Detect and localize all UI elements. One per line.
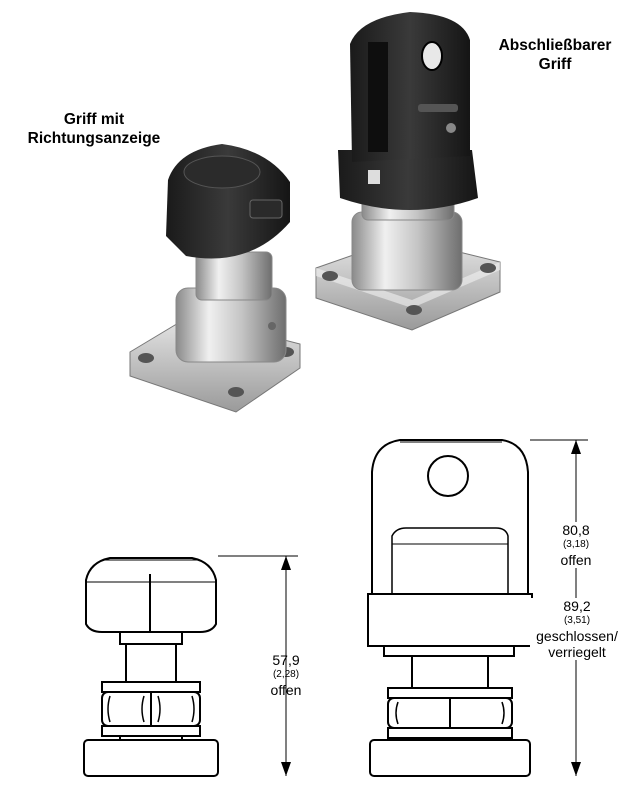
direction-valve-photo: [129, 144, 301, 413]
direction-handle-label-line1: Griff mit: [63, 111, 125, 128]
lockable-handle-label-line1: Abschließbarer: [498, 37, 612, 54]
large-closed-note-line2: verriegelt: [548, 644, 606, 660]
large-open-dimension: 80,8 (3,18) offen: [542, 522, 610, 568]
valve-product-photo: [129, 12, 501, 413]
small-valve-inch: (2,28): [272, 669, 300, 680]
large-open-inch: (3,18): [562, 539, 590, 550]
lockable-valve-photo: [315, 12, 501, 331]
direction-handle-label-line2: Richtungsanzeige: [27, 130, 161, 147]
direction-handle-label: Griff mit Richtungsanzeige: [6, 110, 182, 148]
large-closed-note-line1: geschlossen/: [536, 628, 618, 644]
large-closed-dimension: 89,2 (3,51) geschlossen/ verriegelt: [530, 598, 624, 660]
lockable-handle-label: Abschließbarer Griff: [492, 36, 618, 74]
large-open-mm: 80,8: [562, 522, 590, 538]
large-closed-inch: (3,51): [563, 615, 591, 626]
small-valve-dimension: 57,9 (2,28) offen: [250, 652, 322, 698]
small-valve-mm: 57,9: [272, 652, 300, 668]
lockable-handle-label-line2: Griff: [538, 56, 572, 73]
large-closed-mm: 89,2: [563, 598, 591, 614]
small-valve-note: offen: [270, 682, 302, 698]
large-open-note: offen: [560, 552, 592, 568]
